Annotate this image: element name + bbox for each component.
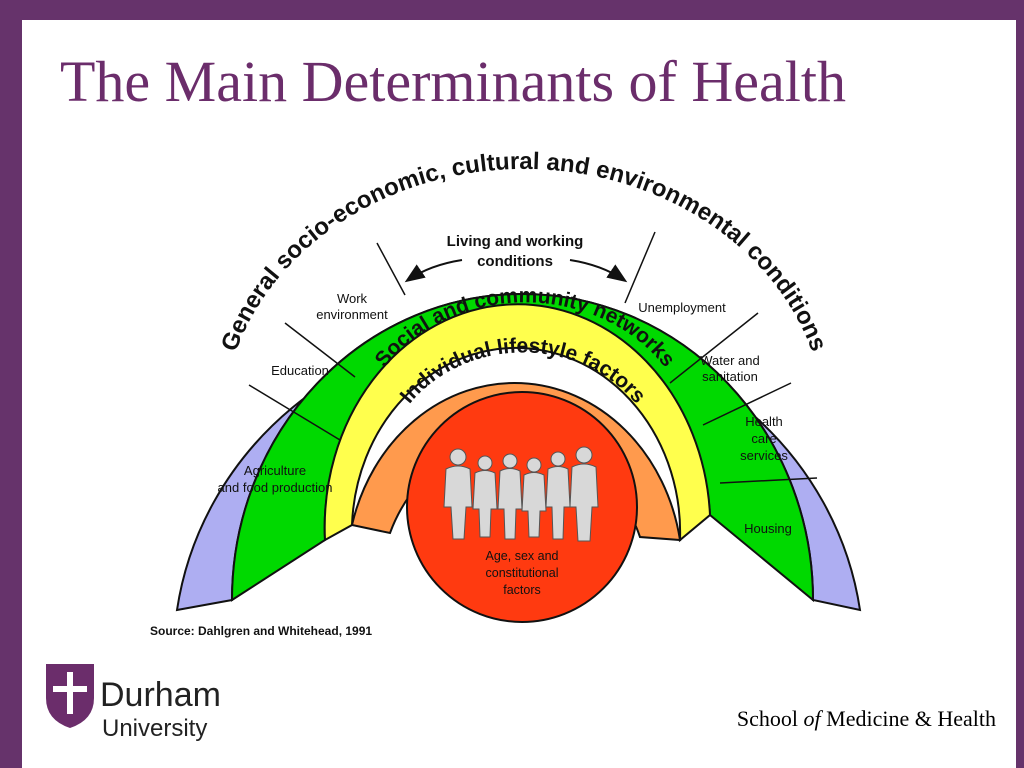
sector-dividers: [248, 231, 818, 484]
label-line: Work: [337, 291, 368, 306]
school-prefix: School: [736, 706, 804, 731]
determinants-of-health-diagram: General socio-economic, cultural and env…: [175, 148, 862, 623]
sector-housing: Housing: [744, 521, 792, 536]
label-line: Water and: [700, 353, 760, 368]
core-label: Age, sex and constitutional factors: [486, 549, 559, 597]
label-line: constitutional: [486, 566, 559, 580]
school-of: of: [803, 706, 821, 731]
label-line: Age, sex and: [486, 549, 559, 563]
label-line: Health: [745, 414, 783, 429]
living-working-heading: Living and working conditions: [447, 233, 584, 270]
top-frame-bar: [0, 0, 1024, 20]
label-line: services: [740, 448, 788, 463]
source-citation: Source: Dahlgren and Whitehead, 1991: [150, 624, 373, 638]
logo-name: Durham: [100, 676, 221, 714]
label-line: care: [751, 431, 776, 446]
arrow-left-icon: [404, 259, 463, 283]
label-line: and food production: [218, 480, 333, 495]
right-frame-bar: [1016, 0, 1024, 768]
label-line: Housing: [744, 521, 792, 536]
logo-subname: University: [102, 715, 207, 742]
people-silhouette-icon: [443, 446, 599, 542]
label-line: Living and working: [447, 233, 584, 250]
label-line: Education: [271, 363, 329, 378]
sector-unemployment: Unemployment: [638, 300, 726, 315]
label-line: Unemployment: [638, 300, 726, 315]
school-suffix: Medicine & Health: [820, 706, 996, 731]
label-line: environment: [316, 307, 388, 322]
slide-title: The Main Determinants of Health: [60, 49, 846, 114]
arrow-right-icon: [569, 259, 628, 283]
durham-university-logo: Durham University: [44, 662, 244, 747]
label-line: Agriculture: [244, 463, 306, 478]
label-line: factors: [503, 583, 541, 597]
social-community-ring: [323, 303, 712, 543]
sector-agriculture: Agriculture and food production: [218, 463, 333, 495]
school-name: School of Medicine & Health: [737, 706, 996, 732]
sector-education: Education: [271, 363, 329, 378]
sector-health-care: Health care services: [740, 414, 788, 463]
label-line: conditions: [477, 253, 553, 270]
crest-cross-icon: [53, 672, 87, 714]
label-line: sanitation: [702, 369, 758, 384]
left-frame-bar: [0, 0, 22, 768]
